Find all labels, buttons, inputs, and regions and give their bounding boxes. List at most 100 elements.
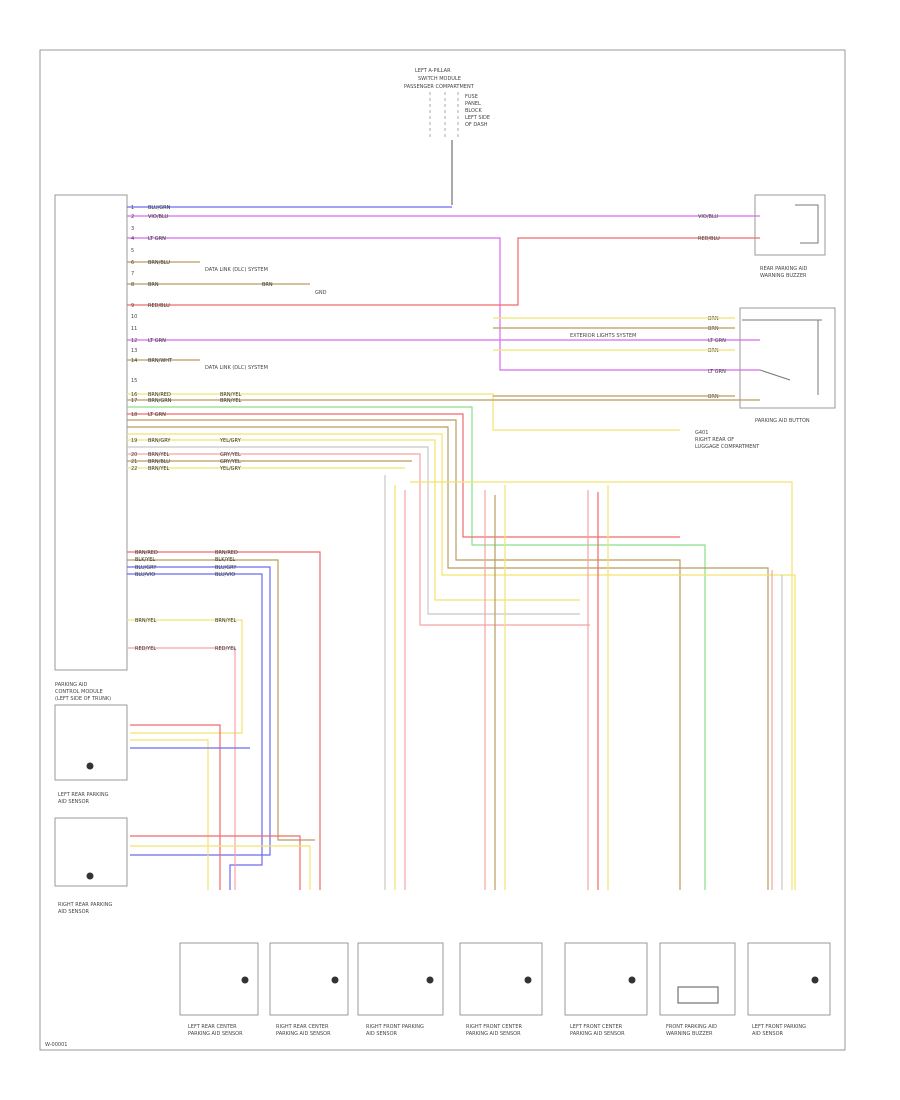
wire-code-20: BRN/YEL bbox=[148, 452, 170, 458]
rear-buzzer-wire-2: RED/BLU bbox=[698, 236, 720, 242]
wire-mid-8: BRN bbox=[262, 282, 273, 288]
control-module-pins: 1 BLU/GRN 2 VIO/BLU 3 4 LT GRN 5 6 BRN/B… bbox=[131, 205, 327, 652]
pin-19: 19 bbox=[131, 438, 137, 444]
sensor-label-7b: AID SENSOR bbox=[752, 1031, 784, 1037]
top-connector-side-5: OF DASH bbox=[465, 122, 488, 128]
parking-aid-button-box bbox=[739, 307, 836, 409]
pin-18: 18 bbox=[131, 412, 137, 418]
wire-code-8: BRN bbox=[148, 282, 159, 288]
sensor-label-1a: LEFT REAR CENTER bbox=[188, 1024, 237, 1030]
parking-aid-module-label-1: PARKING AID bbox=[55, 682, 87, 688]
button-wire-6: BRN bbox=[708, 394, 719, 400]
parking-aid-module-label-3: (LEFT SIDE OF TRUNK) bbox=[55, 696, 111, 702]
lower-mid-5: BRN/YEL bbox=[215, 618, 237, 624]
wire-code-22: BRN/YEL bbox=[148, 466, 170, 472]
pin-15: 15 bbox=[131, 378, 137, 384]
wire-code-17: BRN/GRN bbox=[148, 398, 172, 404]
pin-8: 8 bbox=[131, 282, 134, 288]
wire-code-18: LT GRN bbox=[148, 412, 166, 418]
pin-11: 11 bbox=[131, 326, 137, 332]
button-wire-1: BRN bbox=[708, 316, 719, 322]
pin-21: 21 bbox=[131, 459, 137, 465]
parking-aid-module-label-2: CONTROL MODULE bbox=[55, 689, 103, 695]
pin-3: 3 bbox=[131, 226, 134, 232]
wire-code-16: BRN/RED bbox=[148, 392, 171, 398]
pin-10: 10 bbox=[131, 314, 137, 320]
lower-code-3: BLU/GRY bbox=[135, 565, 157, 571]
rear-buzzer-wire-1: VIO/BLU bbox=[698, 214, 718, 220]
pin-4: 4 bbox=[131, 236, 134, 242]
wire-mid-17: BRN/YEL bbox=[220, 398, 242, 404]
wire-code-6: BRN/BLU bbox=[148, 260, 170, 266]
sensor-label-7a: LEFT FRONT PARKING bbox=[752, 1024, 806, 1030]
lower-code-6: RED/YEL bbox=[135, 646, 156, 652]
vertical-wires bbox=[384, 475, 793, 890]
gnd-note: GND bbox=[315, 290, 327, 296]
sensor-icon-2 bbox=[331, 976, 339, 984]
sensor-label-1b: PARKING AID SENSOR bbox=[188, 1031, 243, 1037]
ground-label-1: G401 bbox=[695, 430, 708, 436]
sensor-box-4 bbox=[459, 942, 543, 1016]
sensor-label-5a: LEFT FRONT CENTER bbox=[570, 1024, 623, 1030]
sensor-icon-4 bbox=[524, 976, 532, 984]
sensor-label-2b: PARKING AID SENSOR bbox=[276, 1031, 331, 1037]
lower-mid-4: BLU/VIO bbox=[215, 572, 235, 578]
dlc-note-1: DATA LINK (DLC) SYSTEM bbox=[205, 267, 268, 273]
left-sensor-icon bbox=[86, 762, 94, 770]
lower-code-2: BLK/YEL bbox=[135, 557, 155, 563]
sensor-icon-3 bbox=[426, 976, 434, 984]
pin-9: 9 bbox=[131, 303, 134, 309]
pin-7: 7 bbox=[131, 271, 134, 277]
top-connector-label-2: SWITCH MODULE bbox=[418, 76, 461, 82]
sensor-label-4b: PARKING AID SENSOR bbox=[466, 1031, 521, 1037]
ground-label-2: RIGHT REAR OF bbox=[695, 437, 734, 443]
wire-mid-22: YEL/GRY bbox=[219, 466, 242, 472]
button-wire-3: LT GRN bbox=[708, 338, 726, 344]
sensor-icon-5 bbox=[628, 976, 636, 984]
lower-code-5: BRN/YEL bbox=[135, 618, 157, 624]
sensor-label-3b: AID SENSOR bbox=[366, 1031, 398, 1037]
front-buzzer-icon bbox=[677, 986, 719, 1004]
top-wires bbox=[127, 206, 760, 371]
pin-20: 20 bbox=[131, 452, 137, 458]
top-connector-side-1: FUSE bbox=[465, 94, 478, 100]
parking-aid-button-label: PARKING AID BUTTON bbox=[755, 418, 810, 424]
wire-code-9: RED/BLU bbox=[148, 303, 170, 309]
sensor-box-1 bbox=[179, 942, 259, 1016]
lower-bundle bbox=[127, 551, 321, 890]
button-wire-4: BRN bbox=[708, 348, 719, 354]
wire-mid-16: BRN/YEL bbox=[220, 392, 242, 398]
sensor-label-3a: RIGHT FRONT PARKING bbox=[366, 1024, 424, 1030]
right-rear-sensor-box bbox=[54, 817, 128, 887]
lower-mid-2: BLK/YEL bbox=[215, 557, 235, 563]
right-rear-sensor-label-1: RIGHT REAR PARKING bbox=[58, 902, 112, 908]
rear-buzzer-label-1: REAR PARKING AID bbox=[760, 266, 808, 272]
wire-code-4: LT GRN bbox=[148, 236, 166, 242]
lower-mid-6: RED/YEL bbox=[215, 646, 236, 652]
parking-aid-control-module-box bbox=[54, 704, 128, 781]
sensor-icon-1 bbox=[241, 976, 249, 984]
wire-mid-19: YEL/GRY bbox=[219, 438, 242, 444]
wire-mid-20: GRY/YEL bbox=[220, 452, 241, 458]
top-connector-side-4: LEFT SIDE bbox=[465, 115, 490, 121]
lower-code-4: BLU/VIO bbox=[135, 572, 155, 578]
wire-code-21: BRN/BLU bbox=[148, 459, 170, 465]
rear-buzzer-box bbox=[754, 194, 826, 256]
pin-6: 6 bbox=[131, 260, 134, 266]
pin-17: 17 bbox=[131, 398, 137, 404]
right-sensor-icon bbox=[86, 872, 94, 880]
lower-mid-1: BRN/RED bbox=[215, 550, 238, 556]
sensor-label-6b: WARNING BUZZER bbox=[666, 1031, 713, 1037]
pin-2: 2 bbox=[131, 214, 134, 220]
pin-1: 1 bbox=[131, 205, 134, 211]
sensor-label-5b: PARKING AID SENSOR bbox=[570, 1031, 625, 1037]
sensor-box-5 bbox=[564, 942, 648, 1016]
right-rear-sensor-label-2: AID SENSOR bbox=[58, 909, 90, 915]
top-connector-side-3: BLOCK bbox=[465, 108, 482, 114]
pin-13: 13 bbox=[131, 348, 137, 354]
bottom-sensors: LEFT REAR CENTER PARKING AID SENSOR RIGH… bbox=[179, 942, 831, 1037]
sensor-box-7 bbox=[747, 942, 831, 1016]
sensor-label-4a: RIGHT FRONT CENTER bbox=[466, 1024, 523, 1030]
top-connector-label-1: LEFT A-PILLAR bbox=[415, 68, 451, 74]
